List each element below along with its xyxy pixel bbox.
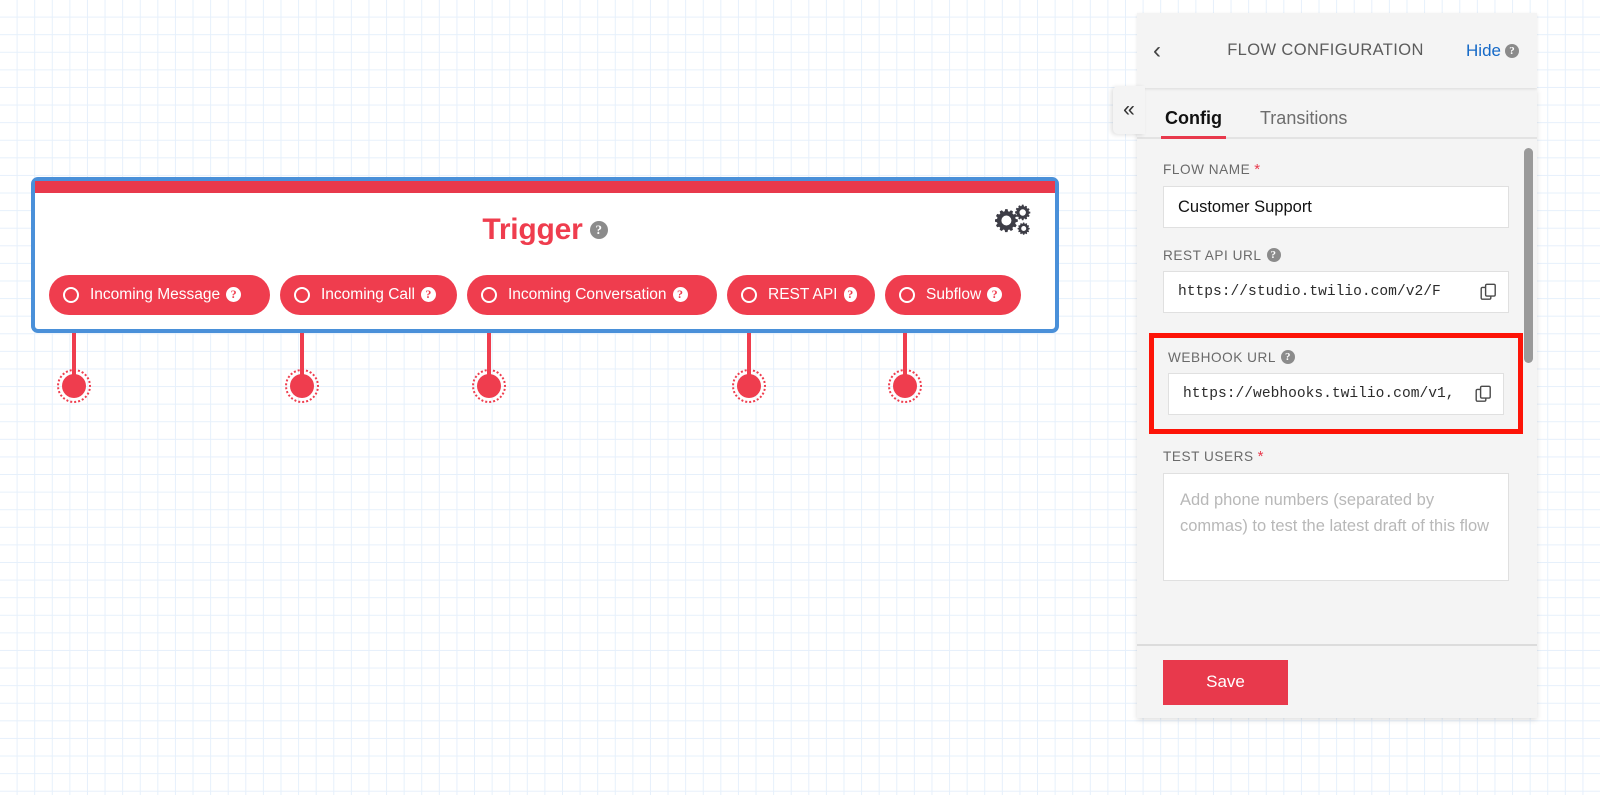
copy-icon[interactable] — [1480, 283, 1498, 301]
flow-configuration-panel: Config Transitions FLOW NAME * Customer … — [1137, 88, 1537, 718]
test-users-label-text: TEST USERS — [1163, 449, 1254, 464]
test-users-label: TEST USERS * — [1163, 448, 1509, 465]
connector-ring — [472, 369, 506, 403]
tab-transitions[interactable]: Transitions — [1259, 108, 1348, 128]
flow-name-label-text: FLOW NAME — [1163, 162, 1251, 177]
help-icon[interactable]: ? — [1266, 248, 1281, 262]
connector-line — [747, 300, 751, 382]
radio-circle-icon — [481, 287, 497, 303]
connector-ring — [888, 369, 922, 403]
rest-api-url-label: REST API URL ? — [1163, 248, 1509, 263]
trigger-pill-label: REST API — [768, 286, 838, 304]
connector-line — [300, 300, 304, 382]
flow-name-input[interactable]: Customer Support — [1163, 186, 1509, 228]
panel-scrollbar[interactable] — [1524, 148, 1533, 648]
connector-ring — [57, 369, 91, 403]
radio-circle-icon — [741, 287, 757, 303]
trigger-widget[interactable]: Trigger? Incoming Message ? Incoming Cal… — [31, 177, 1059, 333]
connector-dot[interactable] — [737, 374, 761, 398]
radio-circle-icon — [899, 287, 915, 303]
help-icon[interactable]: ? — [589, 220, 608, 239]
connector-ring — [732, 369, 766, 403]
webhook-url-highlight-box: WEBHOOK URL ? https://webhooks.twilio.co… — [1149, 333, 1523, 434]
help-icon[interactable]: ? — [1281, 350, 1296, 364]
webhook-url-input[interactable]: https://webhooks.twilio.com/v1, — [1168, 373, 1504, 415]
connector-line — [72, 300, 76, 382]
connector-ring — [285, 369, 319, 403]
help-icon[interactable]: ? — [226, 286, 242, 302]
help-icon[interactable]: ? — [843, 286, 857, 302]
connector-dot[interactable] — [290, 374, 314, 398]
trigger-pill-label: Incoming Call — [321, 286, 415, 304]
rest-api-url-input[interactable]: https://studio.twilio.com/v2/F — [1163, 271, 1509, 313]
panel-scrollbar-thumb[interactable] — [1524, 148, 1533, 363]
help-icon[interactable]: ? — [1505, 43, 1519, 58]
connector-line — [487, 300, 491, 382]
webhook-url-label-text: WEBHOOK URL — [1168, 350, 1277, 365]
config-form: FLOW NAME * Customer Support REST API UR… — [1137, 139, 1537, 644]
trigger-pill-incoming-message[interactable]: Incoming Message ? — [49, 275, 270, 315]
back-chevron-icon[interactable]: ‹ — [1153, 36, 1161, 64]
hide-label: Hide — [1466, 40, 1501, 60]
save-button[interactable]: Save — [1163, 659, 1288, 705]
radio-circle-icon — [63, 287, 79, 303]
trigger-pill-label: Incoming Conversation — [508, 286, 667, 304]
required-asterisk: * — [1254, 161, 1261, 178]
radio-circle-icon — [294, 287, 310, 303]
trigger-pill-incoming-call[interactable]: Incoming Call ? — [280, 275, 457, 315]
double-chevron-left-icon: « — [1123, 98, 1135, 121]
connector-dot[interactable] — [893, 374, 917, 398]
trigger-pill-subflow[interactable]: Subflow ? — [885, 275, 1021, 315]
trigger-pill-label: Subflow — [926, 286, 982, 304]
flow-name-value: Customer Support — [1178, 197, 1312, 216]
panel-tabs: Config Transitions — [1137, 88, 1537, 139]
panel-collapse-handle[interactable]: « — [1113, 86, 1145, 134]
trigger-title: Trigger? — [35, 213, 1055, 247]
connector-line — [903, 300, 907, 382]
trigger-pill-label: Incoming Message — [90, 286, 221, 304]
flow-configuration-header: ‹ FLOW CONFIGURATION Hide? — [1137, 13, 1537, 88]
gears-icon[interactable] — [993, 203, 1033, 239]
hide-button[interactable]: Hide? — [1466, 41, 1519, 61]
tab-config[interactable]: Config — [1161, 108, 1226, 139]
copy-icon[interactable] — [1475, 385, 1493, 403]
rest-api-url-value: https://studio.twilio.com/v2/F — [1178, 284, 1441, 300]
trigger-pill-rest-api[interactable]: REST API ? — [727, 275, 875, 315]
trigger-pill-incoming-conversation[interactable]: Incoming Conversation ? — [467, 275, 717, 315]
connector-dot[interactable] — [477, 374, 501, 398]
trigger-accent-bar — [35, 181, 1055, 193]
panel-footer: Save — [1137, 644, 1537, 718]
webhook-url-value: https://webhooks.twilio.com/v1, — [1183, 386, 1455, 402]
rest-api-url-label-text: REST API URL — [1163, 248, 1262, 263]
test-users-input[interactable]: Add phone numbers (separated by commas) … — [1163, 473, 1509, 581]
help-icon[interactable]: ? — [987, 286, 1003, 302]
webhook-url-label: WEBHOOK URL ? — [1168, 350, 1504, 365]
trigger-title-text: Trigger — [482, 213, 583, 246]
panel-title: FLOW CONFIGURATION — [1227, 41, 1424, 59]
required-asterisk: * — [1257, 448, 1264, 465]
flow-name-label: FLOW NAME * — [1163, 161, 1509, 178]
help-icon[interactable]: ? — [672, 286, 688, 302]
help-icon[interactable]: ? — [420, 286, 436, 302]
test-users-placeholder: Add phone numbers (separated by commas) … — [1180, 491, 1490, 535]
connector-dot[interactable] — [62, 374, 86, 398]
